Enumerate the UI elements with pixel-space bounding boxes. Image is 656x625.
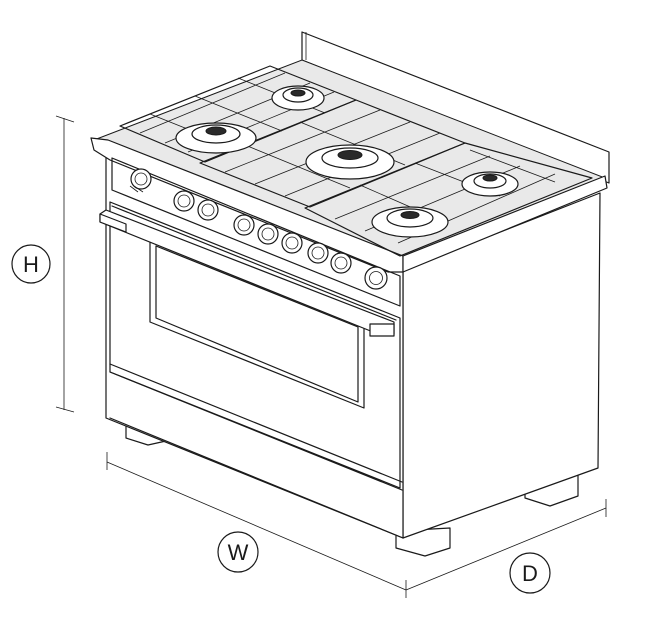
burner-front-left: [175, 122, 257, 154]
oven-door-outline: [109, 201, 401, 489]
knob-2[interactable]: [197, 199, 219, 221]
burner-front-right: [371, 206, 449, 238]
burner-back-right: [461, 171, 519, 197]
knob-8[interactable]: [364, 266, 388, 290]
knob-1[interactable]: [173, 190, 195, 212]
burner-center: [305, 144, 395, 180]
depth-dimension: D: [405, 499, 607, 594]
knob-7[interactable]: [330, 252, 352, 274]
depth-dimension-line: [405, 507, 607, 591]
oven-handle[interactable]: [99, 209, 395, 337]
cooktop-side-lip: [402, 175, 608, 273]
timer-dial: [130, 168, 152, 190]
kick-panel: [109, 363, 404, 539]
indicator-light: [129, 185, 144, 193]
knob-3[interactable]: [233, 214, 255, 236]
height-dimension: H: [11, 115, 75, 413]
height-tick-bottom: [55, 406, 75, 413]
depth-label: D: [522, 561, 538, 586]
width-label-circle: [217, 531, 259, 573]
width-dimension-line: [106, 461, 407, 591]
height-label: H: [23, 252, 39, 277]
knob-5[interactable]: [281, 232, 303, 254]
burner-back-left: [271, 85, 325, 111]
knob-4[interactable]: [257, 223, 279, 245]
cooktop: [90, 59, 608, 273]
knob-6[interactable]: [307, 242, 329, 264]
depth-label-circle: [509, 552, 551, 594]
control-panel-face: [111, 157, 401, 307]
height-tick-top: [55, 115, 75, 123]
control-panel: [111, 157, 401, 307]
height-label-circle: [11, 244, 51, 284]
oven-door: [109, 201, 401, 489]
backsplash: [301, 31, 610, 184]
backsplash-panel: [301, 31, 610, 184]
oven-window-inner: [155, 245, 359, 403]
width-label: W: [228, 540, 249, 565]
width-dimension: W: [106, 452, 407, 598]
cooktop-front-lip: [90, 137, 404, 273]
